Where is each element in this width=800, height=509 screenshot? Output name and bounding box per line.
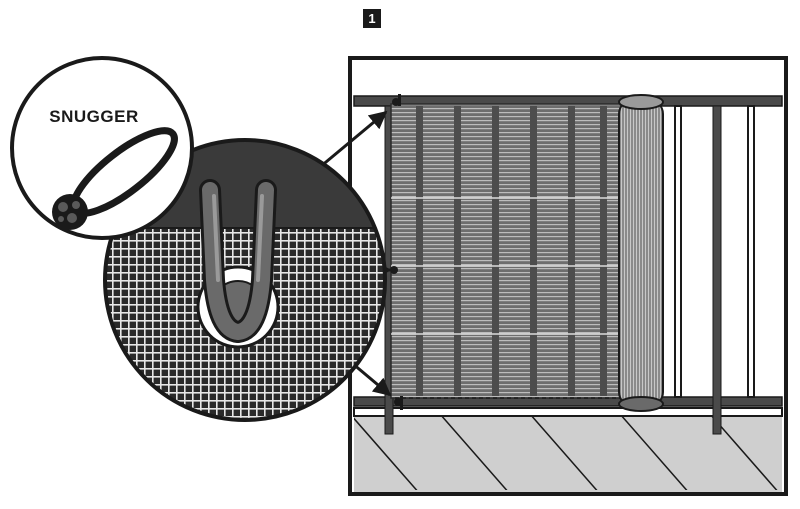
railing-post-right bbox=[712, 105, 722, 435]
balcony-scene bbox=[348, 56, 788, 496]
baluster bbox=[747, 105, 755, 398]
step-badge: 1 bbox=[363, 9, 381, 28]
snugger-cord bbox=[199, 179, 277, 344]
snugger-bottom bbox=[394, 396, 403, 410]
balcony-floor bbox=[353, 407, 783, 492]
snugger-middle bbox=[390, 266, 398, 274]
privacy-screen bbox=[390, 103, 624, 399]
zoom-detail bbox=[103, 138, 387, 422]
arrow-to-top-snugger bbox=[319, 110, 388, 169]
snugger-ball-icon bbox=[52, 194, 88, 230]
snugger-callout: SNUGGER bbox=[10, 56, 194, 240]
snugger-label: SNUGGER bbox=[49, 107, 138, 126]
zoom-border bbox=[103, 138, 387, 422]
balcony-railing bbox=[353, 95, 783, 435]
screen-roll bbox=[618, 94, 664, 412]
baluster bbox=[674, 105, 682, 398]
snugger-top bbox=[392, 94, 401, 106]
step-number: 1 bbox=[368, 11, 375, 26]
